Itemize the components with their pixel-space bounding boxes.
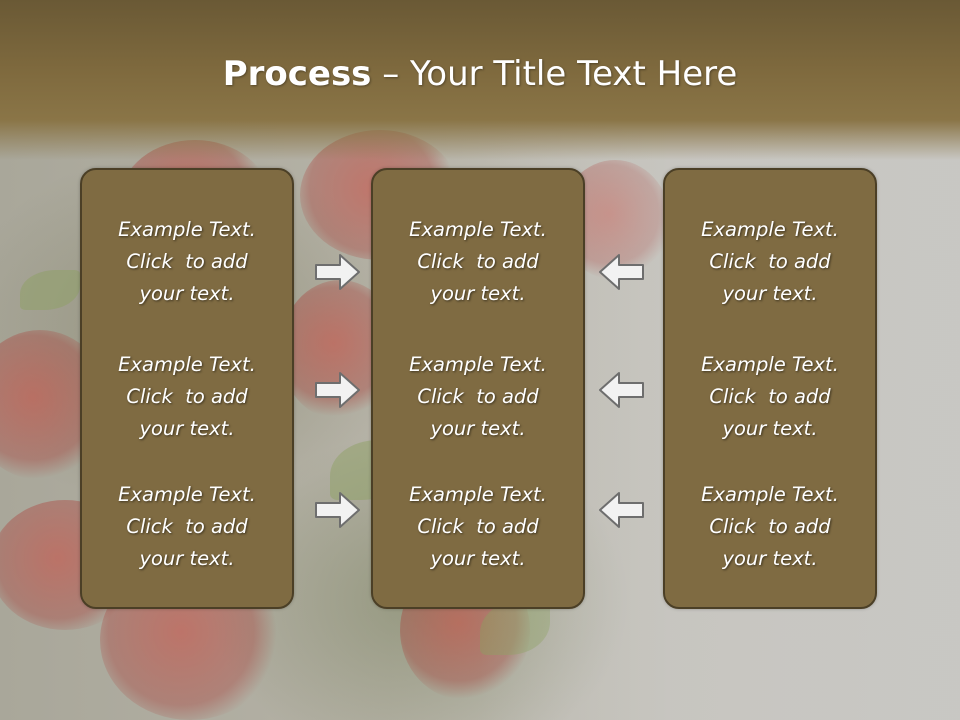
text-line: Click to add xyxy=(709,385,831,408)
center-text-box[interactable]: Example Text. Click to add your text. Ex… xyxy=(371,168,585,609)
text-placeholder[interactable]: Example Text. Click to add your text. xyxy=(665,349,875,445)
right-arrow-icon[interactable] xyxy=(314,370,362,410)
left-arrow-icon[interactable] xyxy=(597,490,645,530)
text-line: Example Text. xyxy=(701,218,839,241)
text-line: your text. xyxy=(722,547,818,570)
text-line: Example Text. xyxy=(409,483,547,506)
text-line: your text. xyxy=(139,547,235,570)
text-line: Click to add xyxy=(126,515,248,538)
text-placeholder[interactable]: Example Text. Click to add your text. xyxy=(82,479,292,575)
text-placeholder[interactable]: Example Text. Click to add your text. xyxy=(373,349,583,445)
text-line: your text. xyxy=(430,417,526,440)
right-arrow-icon[interactable] xyxy=(314,490,362,530)
left-arrow-icon[interactable] xyxy=(597,370,645,410)
text-line: Example Text. xyxy=(701,483,839,506)
text-line: Click to add xyxy=(126,385,248,408)
text-line: Click to add xyxy=(709,250,831,273)
text-line: Click to add xyxy=(417,250,539,273)
text-line: your text. xyxy=(722,282,818,305)
title-bar xyxy=(0,0,960,160)
text-placeholder[interactable]: Example Text. Click to add your text. xyxy=(665,214,875,310)
text-line: Example Text. xyxy=(409,218,547,241)
text-line: Example Text. xyxy=(118,353,256,376)
title-rest: – Your Title Text Here xyxy=(371,54,738,94)
text-line: your text. xyxy=(139,417,235,440)
text-placeholder[interactable]: Example Text. Click to add your text. xyxy=(373,214,583,310)
text-placeholder[interactable]: Example Text. Click to add your text. xyxy=(373,479,583,575)
text-line: Click to add xyxy=(417,515,539,538)
slide-title[interactable]: Process – Your Title Text Here xyxy=(0,54,960,94)
text-line: your text. xyxy=(139,282,235,305)
text-placeholder[interactable]: Example Text. Click to add your text. xyxy=(665,479,875,575)
text-line: Example Text. xyxy=(701,353,839,376)
text-line: your text. xyxy=(722,417,818,440)
text-line: Example Text. xyxy=(409,353,547,376)
text-line: Example Text. xyxy=(118,218,256,241)
text-line: Example Text. xyxy=(118,483,256,506)
right-text-box[interactable]: Example Text. Click to add your text. Ex… xyxy=(663,168,877,609)
left-text-box[interactable]: Example Text. Click to add your text. Ex… xyxy=(80,168,294,609)
text-line: Click to add xyxy=(126,250,248,273)
text-line: your text. xyxy=(430,547,526,570)
title-bold: Process xyxy=(222,54,372,94)
text-line: Click to add xyxy=(417,385,539,408)
text-placeholder[interactable]: Example Text. Click to add your text. xyxy=(82,214,292,310)
left-arrow-icon[interactable] xyxy=(597,252,645,292)
right-arrow-icon[interactable] xyxy=(314,252,362,292)
text-placeholder[interactable]: Example Text. Click to add your text. xyxy=(82,349,292,445)
text-line: your text. xyxy=(430,282,526,305)
text-line: Click to add xyxy=(709,515,831,538)
